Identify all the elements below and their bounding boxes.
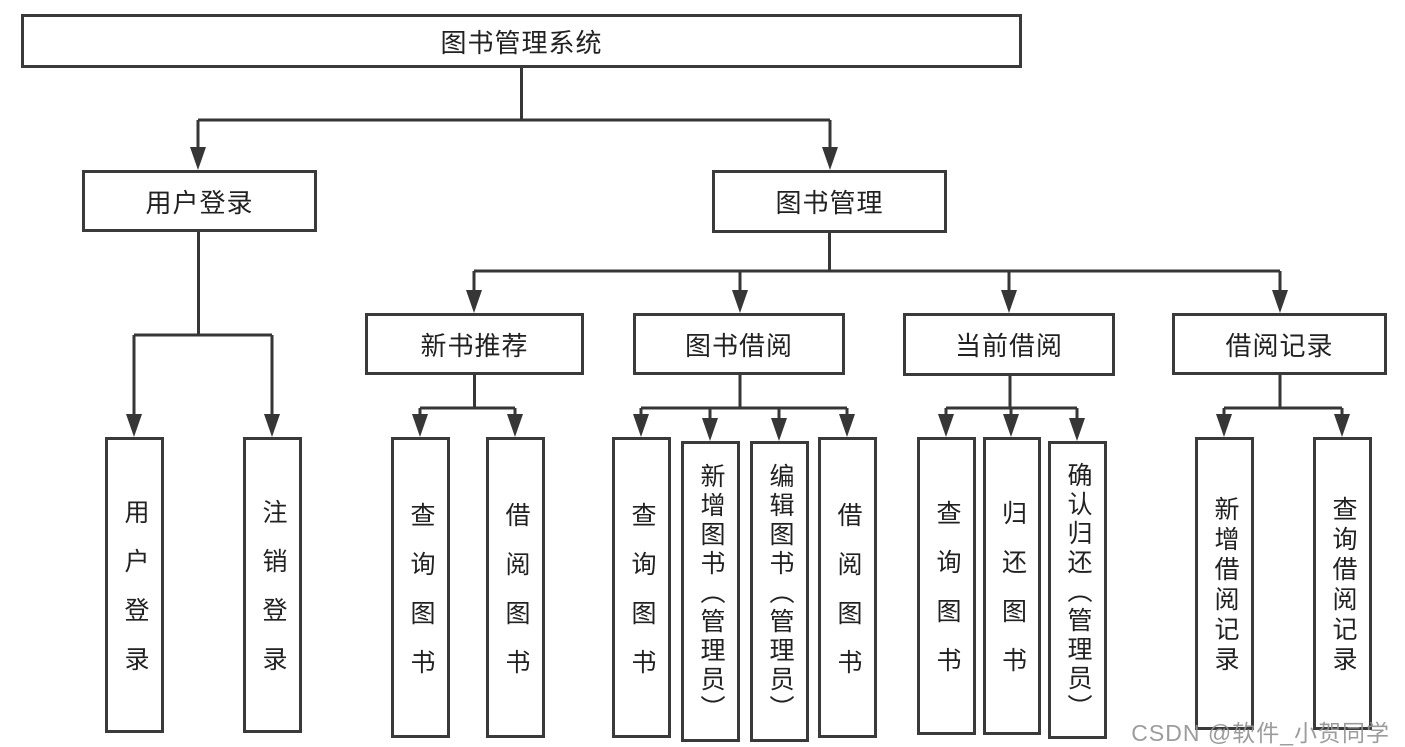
node-borrow-records: 借阅记录: [1172, 313, 1387, 375]
arrow-icon: [1003, 414, 1019, 437]
leaf-query-books-borrow: 查询图书: [612, 437, 671, 738]
arrow-icon: [938, 414, 954, 437]
leaf-logout: 注销登录: [243, 437, 302, 733]
leaf-borrow-books: 借阅图书: [818, 437, 877, 738]
leaf-edit-books-admin: 编辑图书（管理员）: [750, 441, 809, 742]
arrow-icon: [507, 414, 523, 437]
arrow-icon: [1272, 290, 1288, 313]
leaf-query-books-current: 查询图书: [917, 437, 976, 735]
leaf-query-borrow-record: 查询借阅记录: [1313, 437, 1372, 730]
connector-user-login-split: [132, 232, 274, 418]
arrow-icon: [1001, 290, 1017, 313]
node-book-borrow: 图书借阅: [633, 313, 845, 375]
connector-book-management-split: [472, 232, 1282, 294]
connector-borrow-records-split: [1222, 375, 1344, 418]
arrow-icon: [822, 147, 838, 170]
leaf-user-login: 用户登录: [105, 437, 164, 733]
arrow-icon: [1334, 414, 1350, 437]
arrowheads: [126, 147, 1350, 441]
csdn-watermark: CSDN @软件_小贺同学: [1131, 720, 1390, 746]
arrow-icon: [702, 418, 718, 441]
connector-new-book-split: [418, 375, 517, 418]
connector-root-to-level2: [196, 67, 832, 150]
arrow-icon: [1069, 418, 1085, 441]
connector-book-borrow-split: [639, 375, 849, 422]
leaf-add-books-admin: 新增图书（管理员）: [681, 441, 740, 742]
leaf-add-borrow-record: 新增借阅记录: [1195, 437, 1254, 730]
arrow-icon: [412, 414, 428, 437]
arrow-icon: [732, 290, 748, 313]
node-new-book-recommend: 新书推荐: [365, 313, 584, 375]
arrow-icon: [264, 414, 280, 437]
leaf-return-books: 归还图书: [983, 437, 1041, 735]
node-user-login: 用户登录: [82, 170, 317, 232]
leaf-borrow-books-recommend: 借阅图书: [486, 437, 545, 738]
connector-paths: [132, 67, 1344, 422]
arrow-icon: [466, 290, 482, 313]
connector-current-borrow-split: [944, 375, 1079, 422]
arrow-icon: [839, 414, 855, 437]
arrow-icon: [126, 414, 142, 437]
arrow-icon: [190, 147, 206, 170]
arrow-icon: [771, 418, 787, 441]
node-root-library-system: 图书管理系统: [21, 14, 1022, 68]
arrow-icon: [633, 414, 649, 437]
leaf-query-books-recommend: 查询图书: [391, 437, 450, 738]
leaf-confirm-return-admin: 确认归还（管理员）: [1048, 441, 1107, 739]
node-current-borrow: 当前借阅: [903, 313, 1115, 376]
node-book-management: 图书管理: [712, 170, 947, 233]
arrow-icon: [1216, 414, 1232, 437]
